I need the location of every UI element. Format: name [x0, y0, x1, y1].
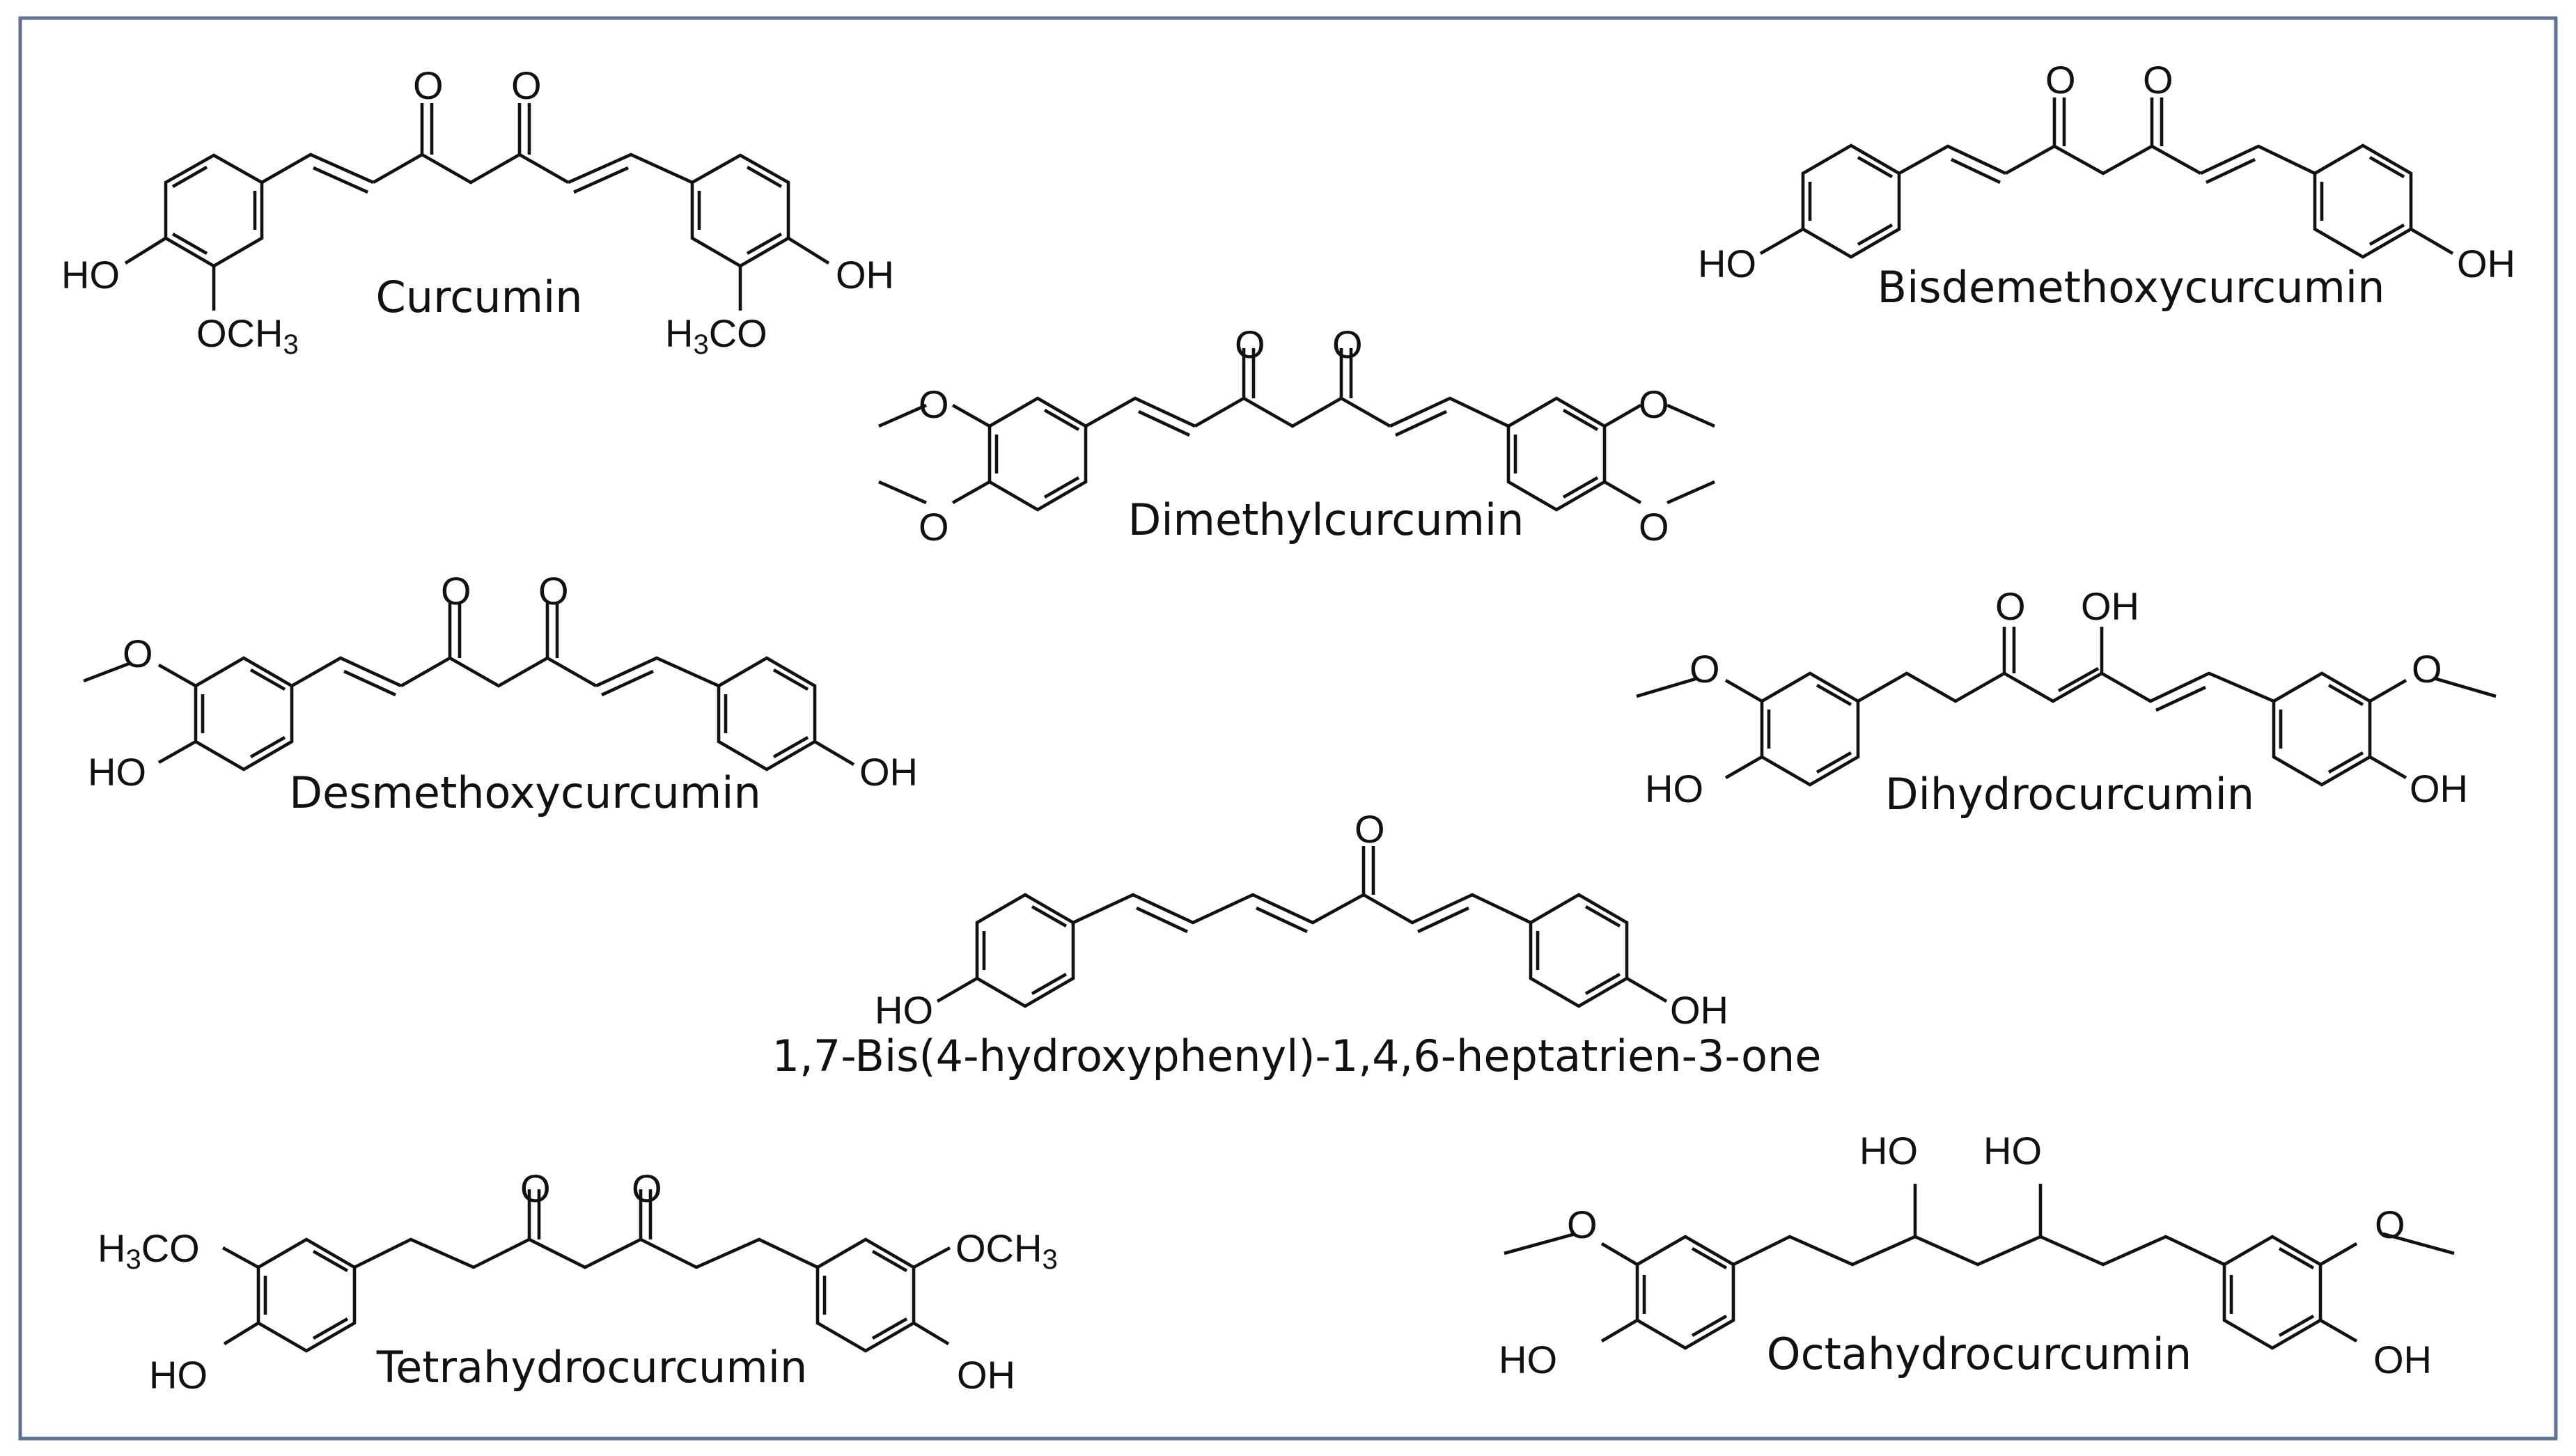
dihydro-enol-hydroxyl: OH	[2081, 584, 2139, 628]
bisdemethoxy-hydroxyl-left: HO	[1698, 242, 1756, 285]
dihydrocurcumin-label: Dihydrocurcumin	[1885, 769, 2254, 820]
dihydro-methoxy-o-left: O	[1689, 647, 1720, 691]
dihydro-carbonyl-o: O	[1995, 584, 2026, 628]
compound-dimethylcurcumin: O O O O O O Dimethylcurcumin	[878, 322, 1715, 549]
tetrahydro-carbonyl-o1: O	[520, 1166, 551, 1210]
compound-dihydrocurcumin: O OH O O HO OH Dihydrocurcumin	[1636, 584, 2497, 820]
compound-desmethoxycurcumin: O O O HO OH Desmethoxycurcumin	[83, 569, 918, 818]
tetrahydro-methoxy-left: H3CO	[97, 1226, 200, 1275]
octahydro-methoxy-o-left: O	[1567, 1203, 1598, 1246]
curcumin-methoxy-left: OCH3	[196, 311, 299, 360]
octahydro-hydroxyl-2: HO	[1983, 1129, 2042, 1173]
compound-bis-hydroxyphenyl-heptatrienone: O HO OH 1,7-Bis(4-hydroxyphenyl)-1,4,6-h…	[772, 807, 1822, 1081]
curcumin-carbonyl-o2: O	[511, 63, 542, 107]
dimethyl-methoxy-o-right-bottom: O	[1639, 505, 1669, 549]
tetrahydro-hydroxyl-left: HO	[149, 1353, 208, 1397]
heptatrienone-label: 1,7-Bis(4-hydroxyphenyl)-1,4,6-heptatrie…	[772, 1031, 1822, 1081]
desmethoxy-carbonyl-o1: O	[441, 569, 471, 613]
compound-bisdemethoxycurcumin: O O HO OH Bisdemethoxycurcumin	[1698, 58, 2515, 313]
tetrahydro-hydroxyl-right: OH	[957, 1353, 1015, 1397]
tetrahydro-methoxy-right: OCH3	[955, 1226, 1058, 1275]
dimethylcurcumin-label: Dimethylcurcumin	[1128, 494, 1524, 545]
desmethoxy-methoxy-o: O	[123, 632, 153, 675]
dimethyl-carbonyl-o2: O	[1332, 322, 1363, 366]
dimethyl-methoxy-o-right-top: O	[1639, 382, 1669, 426]
compound-tetrahydrocurcumin: O O H3CO HO OCH3 OH Tetrahydrocurcumin	[97, 1166, 1058, 1397]
tetrahydrocurcumin-label: Tetrahydrocurcumin	[376, 1342, 808, 1393]
heptatrienone-hydroxyl-left: HO	[875, 988, 933, 1032]
tetrahydro-carbonyl-o2: O	[632, 1166, 662, 1210]
dihydro-methoxy-o-right: O	[2412, 647, 2442, 691]
curcumin-carbonyl-o1: O	[413, 63, 444, 107]
octahydro-hydroxyl-1: HO	[1859, 1129, 1918, 1173]
figure-frame	[18, 16, 2558, 1441]
desmethoxycurcumin-label: Desmethoxycurcumin	[289, 767, 761, 818]
bisdemethoxycurcumin-label: Bisdemethoxycurcumin	[1878, 262, 2385, 313]
heptatrienone-carbonyl-o: O	[1355, 807, 1385, 851]
octahydrocurcumin-label: Octahydrocurcumin	[1767, 1329, 2192, 1379]
curcumin-hydroxyl-left: HO	[61, 253, 120, 297]
desmethoxy-hydroxyl-left: HO	[88, 750, 146, 794]
desmethoxy-hydroxyl-right: OH	[859, 750, 918, 794]
octahydro-methoxy-o-right: O	[2375, 1203, 2405, 1246]
heptatrienone-hydroxyl-right: OH	[1670, 988, 1728, 1032]
dihydro-hydroxyl-left: HO	[1645, 767, 1703, 811]
bisdemethoxy-carbonyl-o2: O	[2143, 58, 2173, 102]
dihydro-hydroxyl-right: OH	[2410, 767, 2468, 811]
dimethyl-methoxy-o-left-top: O	[919, 382, 949, 426]
dimethyl-methoxy-o-left-bottom: O	[919, 505, 949, 549]
desmethoxy-carbonyl-o2: O	[538, 569, 569, 613]
curcumin-label: Curcumin	[375, 272, 582, 322]
dimethyl-carbonyl-o1: O	[1235, 322, 1265, 366]
bisdemethoxy-hydroxyl-right: OH	[2457, 242, 2515, 285]
curcumin-hydroxyl-right: OH	[836, 253, 894, 297]
bisdemethoxy-carbonyl-o1: O	[2045, 58, 2076, 102]
octahydro-hydroxyl-right: OH	[2373, 1338, 2432, 1381]
compound-curcumin: O O HO OCH3 OH H3CO Curcumin	[61, 63, 894, 360]
compound-octahydrocurcumin: HO HO O O HO OH Octahydrocurcumin	[1499, 1129, 2455, 1381]
curcumin-methoxy-right: H3CO	[665, 311, 767, 360]
octahydro-hydroxyl-left: HO	[1499, 1338, 1557, 1381]
